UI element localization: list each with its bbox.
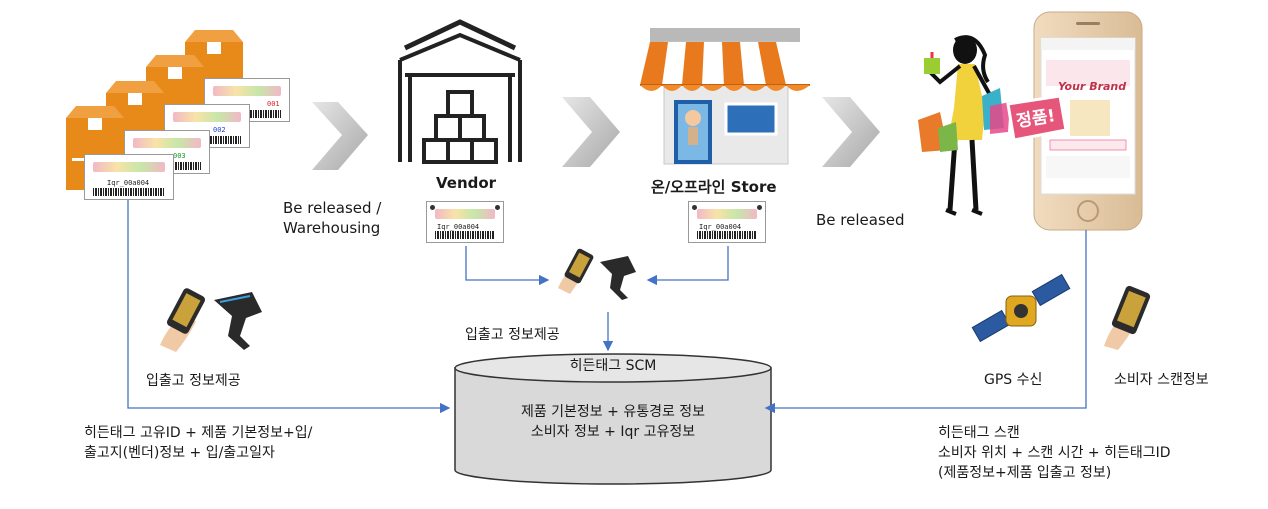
scm-info-line1: 제품 기본정보 + 유통경로 정보 xyxy=(520,404,706,420)
bottom-left-description: 히든태그 고유ID + 제품 기본정보+입/ 출고지(벤더)정보 + 입/출고일… xyxy=(84,425,313,461)
gps-label: GPS 수신 xyxy=(984,372,1043,388)
bottom-right-description: 히든태그 스캔 소비자 위치 + 스캔 시간 + 히든태그ID (제품정보+제품… xyxy=(938,425,1171,481)
scm-title: 히든태그 SCM xyxy=(569,358,657,374)
chevron-arrow-icon xyxy=(562,97,620,167)
scm-info-line2: 소비자 정보 + Iqr 고유정보 xyxy=(530,424,696,440)
chevron-arrow-icon xyxy=(312,102,368,170)
store-label: 온/오프라인 Store xyxy=(651,178,777,196)
store-hidden-tag: Iqr_00a004 xyxy=(688,201,766,243)
hand-phone-scanner-icon xyxy=(558,248,636,300)
scm-database-cylinder xyxy=(454,353,772,485)
inout-info-left-label: 입출고 정보제공 xyxy=(146,373,241,389)
hand-phone-icon xyxy=(1104,285,1151,350)
satellite-icon xyxy=(971,273,1071,343)
shopper-woman-icon xyxy=(918,35,1010,216)
hidden-tag-label: Iqr_00a004 xyxy=(84,154,174,200)
inout-info-center-label: 입출고 정보제공 xyxy=(465,327,560,343)
vendor-hidden-tag: Iqr_00a004 xyxy=(426,201,504,243)
flow-connectors xyxy=(127,196,1087,414)
store-icon xyxy=(640,28,810,165)
be-released-warehousing-label: Be released / Warehousing xyxy=(283,199,382,237)
vendor-label: Vendor xyxy=(436,174,497,192)
chevron-arrow-icon xyxy=(822,97,880,167)
warehouse-icon xyxy=(398,19,522,164)
phone-brand-text: Your Brand xyxy=(1058,80,1127,93)
smartphone-icon xyxy=(1006,11,1143,231)
hand-phone-scanner-icon xyxy=(160,288,262,352)
be-released-label: Be released xyxy=(816,211,905,229)
consumer-scan-label: 소비자 스캔정보 xyxy=(1114,372,1209,388)
